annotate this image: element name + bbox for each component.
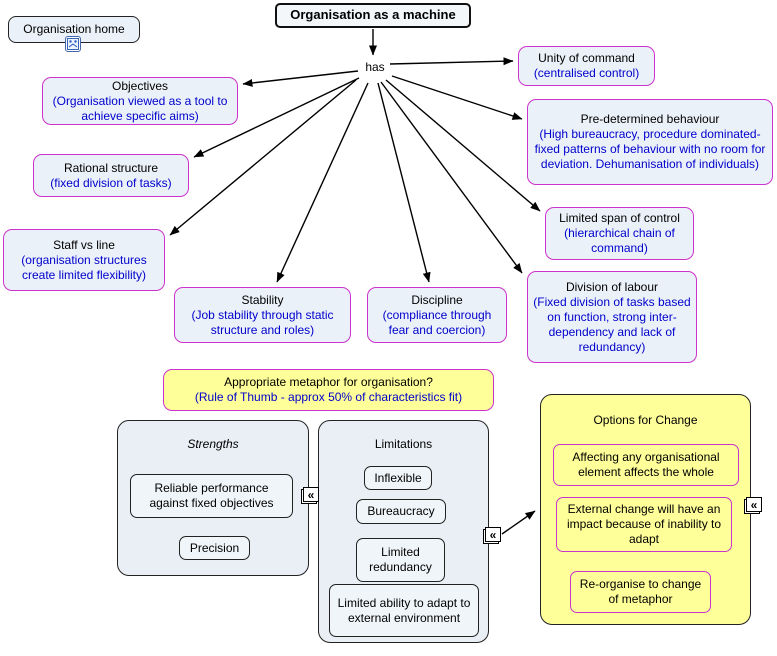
- node-inflexible[interactable]: Inflexible: [364, 466, 432, 490]
- node-title: Division of labour: [565, 279, 659, 294]
- node-limited-redundancy[interactable]: Limited redundancy: [356, 538, 445, 582]
- node-affecting-any-element[interactable]: Affecting any organisational element aff…: [553, 444, 739, 486]
- group-title: Options for Change: [593, 413, 698, 427]
- node-label: Affecting any organisational element aff…: [572, 450, 720, 479]
- node-label: Reliable performance against fixed objec…: [149, 481, 274, 510]
- node-title: Stability: [241, 292, 284, 307]
- node-label: Inflexible: [374, 470, 422, 485]
- collapsed-link-icon[interactable]: «: [485, 527, 501, 542]
- node-limited-span-of-control[interactable]: Limited span of control (hierarchical ch…: [545, 207, 694, 260]
- node-discipline[interactable]: Discipline (compliance through fear and …: [367, 287, 507, 343]
- node-label: Organisation home: [23, 22, 125, 36]
- node-reorganise-metaphor[interactable]: Re-organise to change of metaphor: [570, 571, 711, 613]
- chevron-glyph: «: [307, 487, 315, 502]
- node-staff-vs-line[interactable]: Staff vs line (organisation structures c…: [3, 229, 165, 291]
- node-subtitle: (Fixed division of tasks based on functi…: [533, 294, 691, 354]
- chevron-glyph: «: [489, 527, 497, 542]
- node-unity-of-command[interactable]: Unity of command (centralised control): [518, 46, 655, 86]
- node-title: Rational structure: [63, 160, 159, 175]
- node-subtitle: (Organisation viewed as a tool to achiev…: [52, 93, 228, 123]
- node-metaphor-question[interactable]: Appropriate metaphor for organisation? (…: [163, 369, 494, 411]
- node-subtitle: (fixed division of tasks): [50, 175, 172, 190]
- link-label-text: has: [365, 59, 385, 74]
- node-subtitle: (Job stability through static structure …: [191, 307, 334, 337]
- node-subtitle: (centralised control): [533, 66, 640, 80]
- node-objectives[interactable]: Objectives (Organisation viewed as a too…: [42, 77, 238, 125]
- collapsed-link-icon[interactable]: «: [303, 487, 319, 502]
- resource-glyph: [67, 38, 79, 50]
- node-subtitle: (organisation structures create limited …: [21, 252, 147, 282]
- node-subtitle: (High bureaucracy, procedure dominated- …: [534, 127, 766, 171]
- node-title: Pre-determined behaviour: [580, 112, 720, 126]
- collapsed-link-icon[interactable]: «: [746, 497, 762, 512]
- node-title: Discipline: [411, 292, 463, 307]
- node-subtitle: (hierarchical chain of command): [564, 226, 675, 255]
- node-division-of-labour[interactable]: Division of labour (Fixed division of ta…: [527, 271, 697, 363]
- node-title: Limited span of control: [559, 211, 680, 225]
- node-title: Appropriate metaphor for organisation?: [224, 375, 433, 389]
- node-external-change-impact[interactable]: External change will have an impact beca…: [556, 497, 732, 552]
- node-limited-ability-to-adapt[interactable]: Limited ability to adapt to external env…: [329, 584, 479, 637]
- node-pre-determined-behaviour[interactable]: Pre-determined behaviour (High bureaucra…: [527, 99, 773, 185]
- node-label: Limited redundancy: [369, 545, 432, 574]
- node-label: External change will have an impact beca…: [566, 502, 722, 546]
- node-label: Re-organise to change of metaphor: [579, 577, 702, 606]
- node-label: Precision: [189, 540, 240, 555]
- node-reliable-performance[interactable]: Reliable performance against fixed objec…: [130, 474, 293, 518]
- node-title: Staff vs line: [53, 237, 115, 252]
- node-rational-structure[interactable]: Rational structure (fixed division of ta…: [33, 154, 189, 197]
- node-title: Objectives: [111, 78, 169, 93]
- link-label-has[interactable]: has: [356, 59, 394, 75]
- group-title: Strengths: [187, 437, 239, 451]
- node-subtitle: (Rule of Thumb - approx 50% of character…: [194, 390, 463, 404]
- cmap-resource-icon[interactable]: [65, 36, 81, 52]
- node-precision[interactable]: Precision: [179, 536, 250, 560]
- node-bureaucracy[interactable]: Bureaucracy: [356, 499, 446, 524]
- node-title: Unity of command: [538, 51, 635, 65]
- node-stability[interactable]: Stability (Job stability through static …: [174, 287, 351, 343]
- chevron-glyph: «: [750, 497, 758, 512]
- node-subtitle: (compliance through fear and coercion): [382, 307, 492, 337]
- node-label: Bureaucracy: [367, 504, 435, 518]
- node-label: Organisation as a machine: [290, 7, 456, 23]
- node-label: Limited ability to adapt to external env…: [337, 595, 471, 625]
- node-organisation-as-a-machine[interactable]: Organisation as a machine: [275, 3, 471, 28]
- group-title: Limitations: [374, 437, 433, 451]
